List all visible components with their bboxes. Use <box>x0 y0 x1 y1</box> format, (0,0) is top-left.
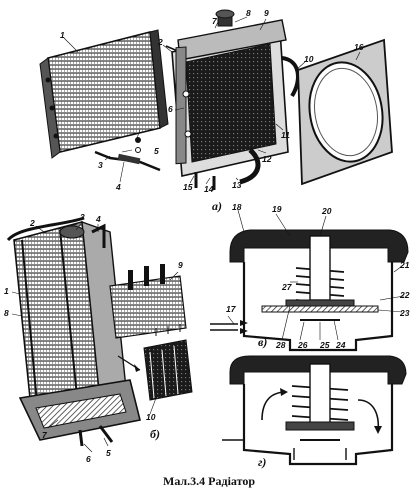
view-v: 17 18 19 20 21 22 23 24 25 26 27 28 в) <box>210 202 410 352</box>
label-v-23: 23 <box>399 308 410 318</box>
label-a-1: 1 <box>60 30 65 40</box>
label-a-7: 7 <box>212 16 218 26</box>
label-b-8: 8 <box>4 308 9 318</box>
label-v-26: 26 <box>297 340 308 350</box>
tube-bundle <box>117 324 193 401</box>
label-a-10: 10 <box>304 54 314 64</box>
label-b-7: 7 <box>42 430 48 440</box>
main-radiator <box>171 9 300 190</box>
label-b-10: 10 <box>146 412 156 422</box>
view-a: 1 2 3 4 5 6 7 8 9 10 11 12 13 14 15 16 а… <box>39 8 393 213</box>
subfigure-label-v: в) <box>258 335 267 349</box>
label-v-27: 27 <box>281 282 293 292</box>
label-a-13: 13 <box>232 180 242 190</box>
label-a-4: 4 <box>115 182 121 192</box>
label-b-1: 1 <box>4 286 9 296</box>
label-b-5: 5 <box>106 448 111 458</box>
label-a-12: 12 <box>262 154 272 164</box>
label-v-24: 24 <box>335 340 346 350</box>
label-a-11: 11 <box>281 130 290 140</box>
label-b-9: 9 <box>178 260 183 270</box>
label-v-28: 28 <box>275 340 286 350</box>
label-b-2: 2 <box>29 218 35 228</box>
label-v-21: 21 <box>399 260 410 270</box>
label-v-25: 25 <box>319 340 330 350</box>
label-a-2: 2 <box>157 37 163 47</box>
label-v-18: 18 <box>232 202 242 212</box>
subfigure-label-g: г) <box>258 455 266 469</box>
label-b-6: 6 <box>86 454 91 464</box>
label-v-17: 17 <box>226 304 237 314</box>
label-a-8: 8 <box>246 8 251 18</box>
figure-caption: Мал.3.4 Радіатор <box>163 474 255 488</box>
label-a-15: 15 <box>183 182 193 192</box>
label-a-9: 9 <box>264 8 269 18</box>
view-g: г) <box>222 355 407 469</box>
oil-cooler <box>39 29 169 159</box>
label-v-20: 20 <box>321 206 332 216</box>
view-b: 1 2 3 4 5 6 7 8 9 10 б) <box>4 212 193 464</box>
label-a-5: 5 <box>154 146 159 156</box>
subfigure-label-a: а) <box>212 199 222 213</box>
subfigure-label-b: б) <box>150 427 160 441</box>
label-a-16: 16 <box>354 42 364 52</box>
label-a-6: 6 <box>168 104 173 114</box>
label-b-3: 3 <box>80 212 85 222</box>
tube-detail <box>109 264 187 339</box>
label-v-19: 19 <box>272 204 282 214</box>
label-a-14: 14 <box>204 184 214 194</box>
fan-shroud <box>297 38 393 186</box>
label-b-4: 4 <box>95 214 101 224</box>
label-a-3: 3 <box>98 160 103 170</box>
label-v-22: 22 <box>399 290 410 300</box>
